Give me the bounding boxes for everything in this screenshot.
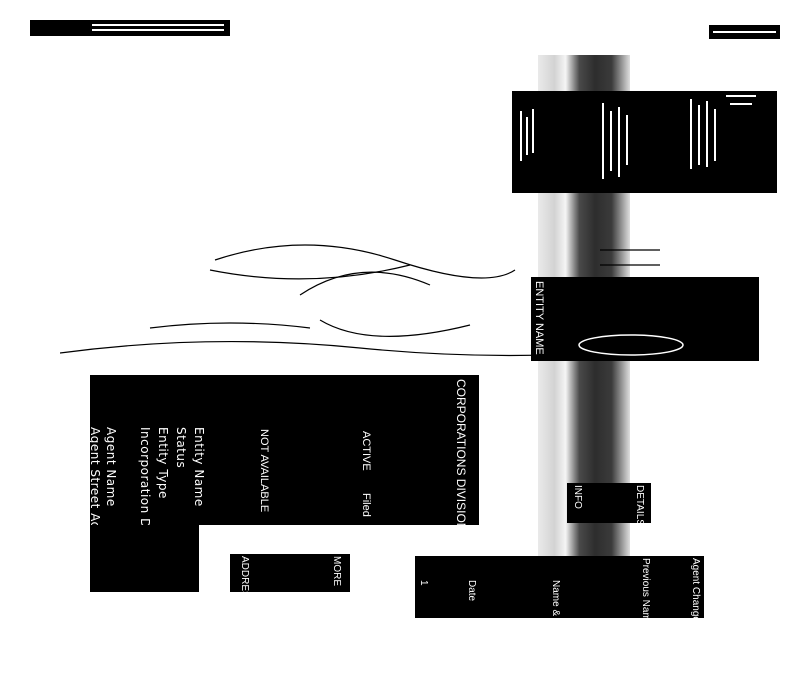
agent-history-table: Agent Change Date Previous Name & Addres…: [415, 556, 704, 675]
value-active: ACTIVE: [360, 431, 372, 471]
small-panel-b: INFO DETAILS: [567, 483, 651, 526]
value-filed: Filed: [360, 493, 372, 517]
table-row-date: Date: [466, 580, 477, 602]
entity-detail-panel-extension: [90, 525, 199, 592]
header-left-bar: [30, 20, 230, 36]
label-agent-name: Agent Name: [104, 427, 118, 507]
top-info-panel: [512, 91, 777, 193]
small-b-left: INFO: [572, 485, 583, 509]
panel-heading: CORPORATIONS DIVISION SEARCH: [454, 379, 468, 585]
label-entity-type: Entity Type: [156, 427, 170, 499]
table-row-marker: 1: [418, 580, 429, 586]
table-header-previous-name: Previous Name & Address: [640, 558, 651, 675]
small-panel-a: ADDRESS MORE: [230, 554, 350, 604]
side-panel-oval: [578, 334, 684, 356]
table-row-name-address: Name & Add: [550, 580, 561, 637]
header-right-bar[interactable]: [709, 25, 780, 39]
top-panel-glyphs: [520, 95, 756, 179]
side-entity-panel: ENTITY NAME: [531, 277, 759, 361]
value-not-available: NOT AVAILABLE: [258, 429, 270, 513]
label-entity-name: Entity Name: [192, 427, 206, 507]
label-status: Status: [174, 427, 188, 469]
small-a-right: MORE: [331, 556, 342, 586]
entity-detail-panel: CORPORATIONS DIVISION SEARCH NOT AVAILAB…: [88, 375, 479, 624]
small-a-left: ADDRESS: [239, 556, 250, 605]
small-b-right: DETAILS: [634, 485, 645, 526]
table-header-change-date: Agent Change Date: [690, 558, 701, 646]
